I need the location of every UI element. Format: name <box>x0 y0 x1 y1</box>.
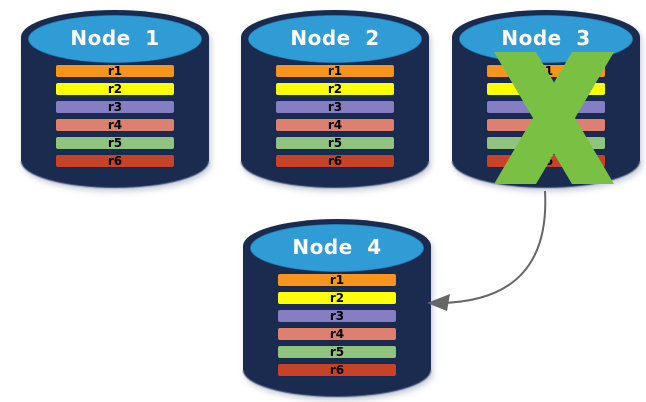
node-title: Node 1 <box>70 26 160 50</box>
replica-label: r1 <box>327 64 343 78</box>
replica-bar-r1: r1 <box>275 64 395 78</box>
replica-label: r4 <box>329 327 345 341</box>
replica-bar-r1: r1 <box>277 273 397 287</box>
replica-bar-r1: r1 <box>55 64 175 78</box>
replica-bar-r2: r2 <box>277 291 397 305</box>
replica-bar-r1: r1 <box>486 64 606 78</box>
replica-bar-r6: r6 <box>277 363 397 377</box>
cylinder-top <box>247 14 423 64</box>
cylinder-bottom-rim <box>240 160 430 189</box>
replica-bar-r6: r6 <box>486 154 606 168</box>
replica-bar-r5: r5 <box>486 136 606 150</box>
replica-bar-r3: r3 <box>486 100 606 114</box>
cylinder-top <box>249 223 425 273</box>
node-2: Node 2 r1 r2 r3 r4 r5 r6 <box>240 6 430 190</box>
replica-label: r6 <box>107 154 123 168</box>
replica-label: r3 <box>107 100 123 114</box>
replica-label: r3 <box>329 309 345 323</box>
replica-bar-r2: r2 <box>55 82 175 96</box>
replica-stack: r1 r2 r3 r4 r5 r6 <box>486 64 606 172</box>
replica-label: r5 <box>107 136 123 150</box>
replica-bar-r2: r2 <box>275 82 395 96</box>
replica-bar-r3: r3 <box>277 309 397 323</box>
replica-label: r3 <box>327 100 343 114</box>
replica-label: r2 <box>327 82 343 96</box>
replica-label: r6 <box>538 154 554 168</box>
replica-label: r6 <box>329 363 345 377</box>
replica-label: r4 <box>327 118 343 132</box>
replica-label: r1 <box>107 64 123 78</box>
replica-bar-r4: r4 <box>277 327 397 341</box>
cylinder-bottom-rim <box>242 369 432 398</box>
replica-label: r5 <box>329 345 345 359</box>
node-4: Node 4 r1 r2 r3 r4 r5 r6 <box>242 215 432 399</box>
replica-bar-r6: r6 <box>55 154 175 168</box>
node-1: Node 1 r1 r2 r3 r4 r5 r6 <box>20 6 210 190</box>
replica-label: r2 <box>538 82 554 96</box>
replica-label: r5 <box>327 136 343 150</box>
replica-bar-r5: r5 <box>277 345 397 359</box>
replica-label: r4 <box>107 118 123 132</box>
replica-bar-r6: r6 <box>275 154 395 168</box>
replica-bar-r3: r3 <box>55 100 175 114</box>
replica-label: r2 <box>329 291 345 305</box>
replica-bar-r3: r3 <box>275 100 395 114</box>
node-title: Node 4 <box>292 235 382 259</box>
replica-label: r6 <box>327 154 343 168</box>
migration-arrow-line <box>439 190 547 304</box>
node-title: Node 2 <box>290 26 380 50</box>
replica-label: r3 <box>538 100 554 114</box>
replica-stack: r1 r2 r3 r4 r5 r6 <box>277 273 397 381</box>
cylinder-bottom-rim <box>20 160 210 189</box>
replica-label: r5 <box>538 136 554 150</box>
replica-bar-r4: r4 <box>275 118 395 132</box>
replica-label: r2 <box>107 82 123 96</box>
replica-bar-r5: r5 <box>275 136 395 150</box>
replica-stack: r1 r2 r3 r4 r5 r6 <box>55 64 175 172</box>
cylinder-bottom-rim <box>451 160 641 189</box>
replica-bar-r4: r4 <box>486 118 606 132</box>
replica-stack: r1 r2 r3 r4 r5 r6 <box>275 64 395 172</box>
replica-bar-r2: r2 <box>486 82 606 96</box>
replica-label: r1 <box>538 64 554 78</box>
node-title: Node 3 <box>501 26 591 50</box>
cylinder-top <box>27 14 203 64</box>
replica-bar-r4: r4 <box>55 118 175 132</box>
replica-label: r4 <box>538 118 554 132</box>
replica-bar-r5: r5 <box>55 136 175 150</box>
replica-label: r1 <box>329 273 345 287</box>
node-3: Node 3 r1 r2 r3 r4 r5 r6 <box>451 6 641 190</box>
